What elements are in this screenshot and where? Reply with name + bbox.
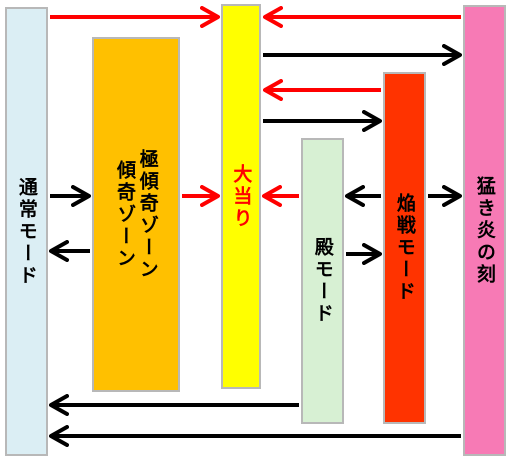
moeki-en-box: 猛き炎の刻: [463, 5, 506, 456]
normal-mode-box: 通常モード: [5, 7, 48, 456]
den-mode-box: 殿モード: [301, 138, 344, 424]
jackpot-label: 大当り: [230, 163, 253, 230]
jackpot-box: 大当り: [221, 4, 261, 389]
kabuki-zone-box: 傾奇ゾーン 極傾奇ゾーン: [92, 37, 180, 392]
honoo-mode-box: 焔戦モード: [383, 72, 426, 424]
kabuki-zone-label-right: 傾奇ゾーン: [114, 159, 136, 270]
kabuki-zone-label-left: 極傾奇ゾーン: [136, 148, 159, 281]
moeki-en-label: 猛き炎の刻: [473, 175, 496, 286]
honoo-mode-label: 焔戦モード: [393, 193, 416, 303]
normal-mode-label: 通常モード: [15, 176, 38, 287]
den-mode-label: 殿モード: [311, 237, 334, 325]
